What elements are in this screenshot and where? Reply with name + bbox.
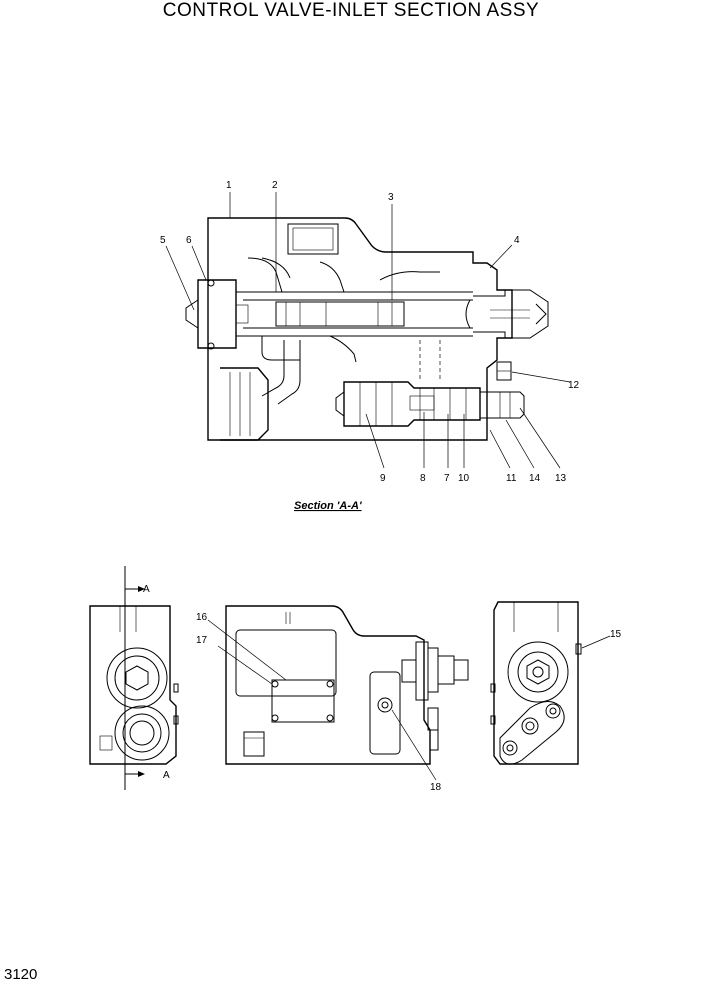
callout-10: 10	[458, 473, 470, 484]
callout-8: 8	[420, 473, 426, 484]
callout-11: 11	[506, 473, 517, 484]
right-end-view: 15	[490, 601, 622, 765]
section-view: 1 2 3 4 5 6 12 9 8 7 10 11 14 13 Section…	[160, 180, 580, 512]
section-mark-a-bottom: A	[163, 770, 170, 781]
callout-13: 13	[555, 473, 567, 484]
section-label: Section 'A-A'	[294, 500, 362, 512]
callout-4: 4	[514, 235, 520, 246]
callout-9: 9	[380, 473, 386, 484]
section-mark-a-top: A	[143, 584, 150, 595]
callout-12: 12	[568, 380, 580, 391]
callout-16: 16	[196, 612, 208, 623]
callout-7: 7	[444, 473, 450, 484]
page-number: 3120	[4, 966, 38, 983]
callout-17: 17	[196, 635, 208, 646]
callout-5: 5	[160, 235, 166, 246]
page-title: CONTROL VALVE-INLET SECTION ASSY	[162, 0, 540, 21]
callout-6: 6	[186, 235, 192, 246]
front-view: 16 17 18	[196, 605, 469, 793]
callout-1: 1	[226, 180, 232, 191]
callout-2: 2	[272, 180, 278, 191]
callout-14: 14	[529, 473, 541, 484]
callout-3: 3	[388, 192, 394, 203]
callout-18: 18	[430, 782, 442, 793]
callout-15: 15	[610, 629, 622, 640]
left-end-view: A A	[89, 566, 179, 790]
